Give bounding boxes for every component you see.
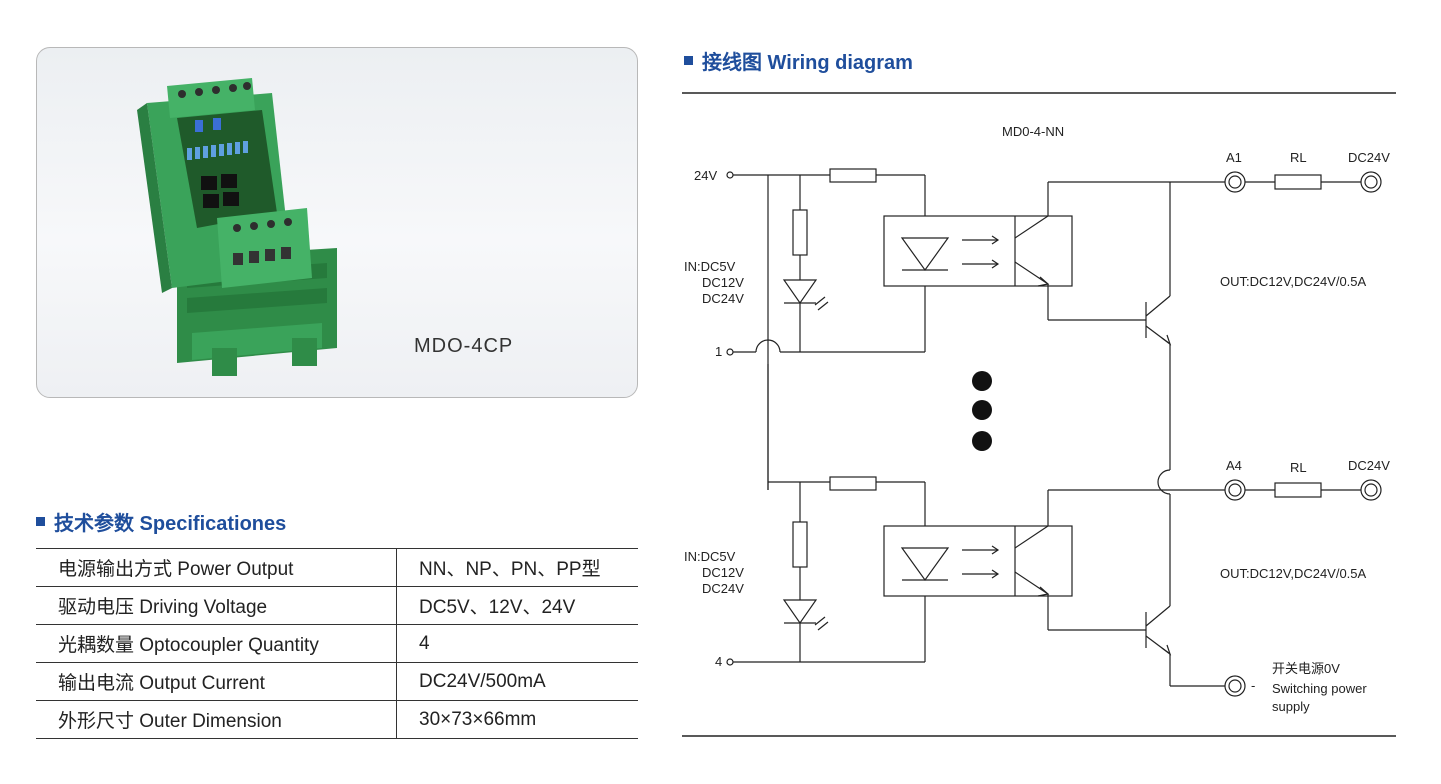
input-range-label: DC24V [702,581,744,596]
specs-table: 电源输出方式 Power Output NN、NP、PN、PP型 驱动电压 Dr… [36,548,638,739]
channel-4-label: 4 [715,654,722,669]
continuation-dots [972,371,992,451]
wiring-heading-text: 接线图 Wiring diagram [702,52,913,74]
table-row: 电源输出方式 Power Output NN、NP、PN、PP型 [36,548,638,587]
spec-key: 外形尺寸 Outer Dimension [36,700,397,739]
output-spec-label: OUT:DC12V,DC24V/0.5A [1220,274,1367,289]
square-bullet-icon [684,56,693,65]
table-row: 光耦数量 Optocoupler Quantity 4 [36,624,638,663]
input-range-label: DC12V [702,565,744,580]
spec-value: NN、NP、PN、PP型 [396,548,638,587]
product-photo-card: MDO-4CP [36,47,638,398]
spec-value: 30×73×66mm [396,700,638,739]
output-spec-label: OUT:DC12V,DC24V/0.5A [1220,566,1367,581]
switching-supply-cn: 开关电源0V [1272,661,1340,676]
spec-value: DC24V/500mA [396,662,638,701]
input-range-label: IN:DC5V [684,259,736,274]
spec-value: DC5V、12V、24V [396,586,638,625]
input-range-label: DC24V [702,291,744,306]
dc24v-label: DC24V [1348,150,1390,165]
load-rl-label: RL [1290,150,1307,165]
table-row: 驱动电压 Driving Voltage DC5V、12V、24V [36,586,638,625]
spec-key: 电源输出方式 Power Output [36,548,397,587]
square-bullet-icon [36,517,45,526]
specs-heading-text: 技术参数 Specificationes [54,513,287,535]
input-range-label: IN:DC5V [684,549,736,564]
spec-key: 光耦数量 Optocoupler Quantity [36,624,397,663]
product-image [137,78,337,376]
table-row: 外形尺寸 Outer Dimension 30×73×66mm [36,700,638,739]
dc24v-label: DC24V [1348,458,1390,473]
switching-supply-en: Switching power [1272,681,1367,696]
table-row: 输出电流 Output Current DC24V/500mA [36,662,638,701]
switching-supply-en: supply [1272,699,1310,714]
output-a1-label: A1 [1226,150,1242,165]
product-model-label: MDO-4CP [414,335,514,357]
specs-heading: 技术参数 Specificationes [36,507,286,536]
spec-value: 4 [396,624,638,663]
input-24v-label: 24V [694,168,717,183]
wiring-heading: 接线图 Wiring diagram [684,46,913,75]
channel-1-label: 1 [715,344,722,359]
spec-key: 驱动电压 Driving Voltage [36,586,397,625]
load-rl-label: RL [1290,460,1307,475]
wiring-diagram: MD0-4-NN 24V IN:DC5V DC12V DC24V 1 IN:DC… [682,92,1396,737]
output-a4-label: A4 [1226,458,1242,473]
minus-sign: - [1251,678,1255,693]
input-range-label: DC12V [702,275,744,290]
diagram-model-label: MD0-4-NN [1002,124,1064,139]
spec-key: 输出电流 Output Current [36,662,397,701]
